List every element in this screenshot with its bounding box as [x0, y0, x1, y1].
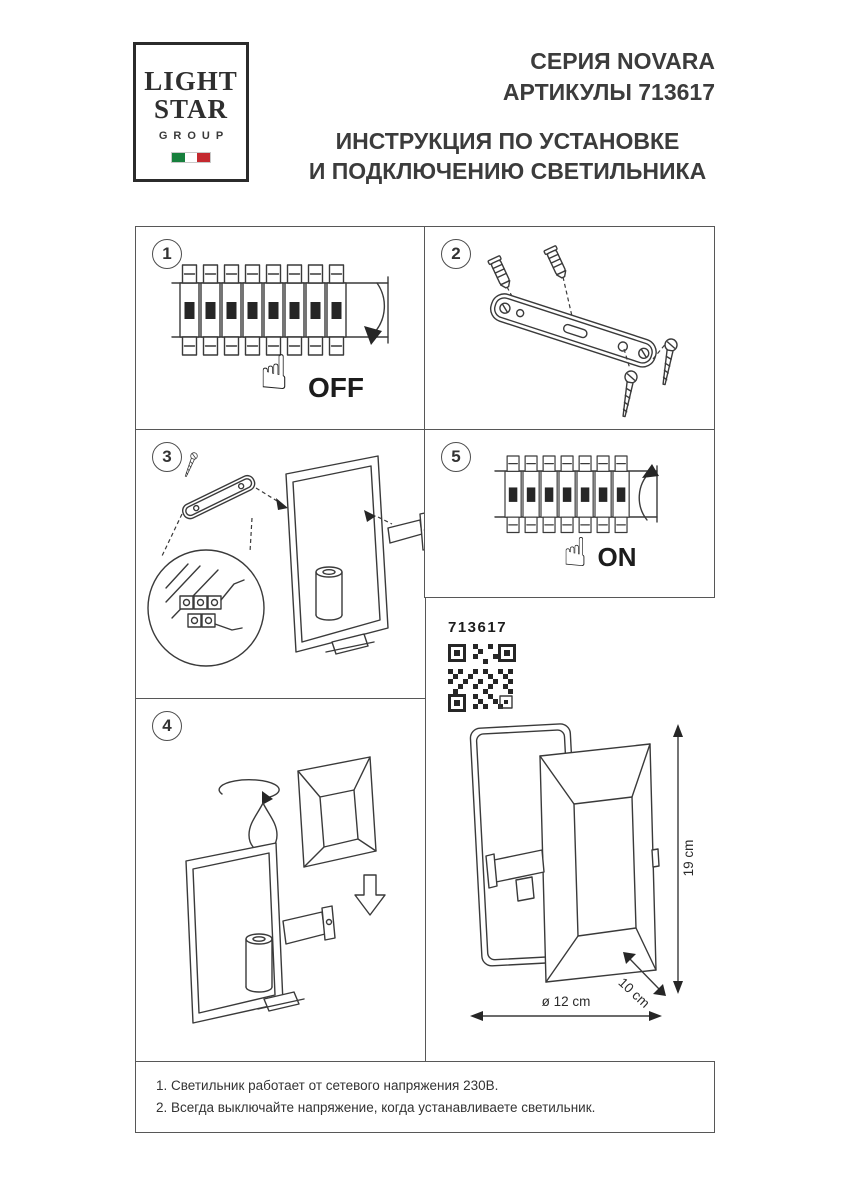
series-title: СЕРИЯ NOVARA — [530, 48, 715, 74]
articles-title: АРТИКУЛЫ 713617 — [502, 79, 715, 105]
header-instruction-title: ИНСТРУКЦИЯ ПО УСТАНОВКЕ И ПОДКЛЮЧЕНИЮ СВ… — [300, 126, 715, 186]
screw-icon — [182, 451, 199, 479]
on-label: ON — [598, 542, 637, 572]
off-label: OFF — [308, 372, 364, 403]
product-shade-drawing — [539, 743, 660, 983]
down-arrow-icon — [354, 874, 386, 916]
mounting-plate-drawing — [489, 293, 657, 368]
lightstar-logo: LIGHT STAR GROUP — [133, 42, 249, 182]
fixture-back-panel-drawing — [185, 842, 284, 1024]
italian-flag-icon — [171, 152, 211, 163]
mounting-foot-drawing — [257, 991, 305, 1012]
logo-word-group: GROUP — [158, 130, 230, 142]
qr-code — [448, 644, 516, 712]
dimension-diameter-label: ø 12 cm — [542, 994, 591, 1009]
note-2: 2. Всегда выключайте напряжение, когда у… — [156, 1100, 596, 1115]
step-5-illustration: ☝ ON — [494, 455, 659, 576]
product-bracket-drawing — [485, 849, 545, 902]
fixture-back-panel-drawing — [285, 455, 389, 653]
instruction-title-line1: ИНСТРУКЦИЯ ПО УСТАНОВКЕ — [335, 128, 680, 154]
flag-red-stripe — [197, 153, 211, 162]
wiring-detail-drawing — [147, 549, 265, 667]
pointing-hand-icon: ☝ — [259, 345, 288, 401]
logo-word-light: LIGHT — [144, 66, 238, 96]
rotate-bulb-arrow-icon — [218, 779, 280, 805]
product-dimension-drawing: 713617 — [448, 619, 696, 1021]
dimension-height-label: 19 cm — [681, 840, 696, 877]
step-3-illustration — [147, 451, 424, 667]
circuit-breaker-drawing — [494, 455, 658, 534]
step-1-illustration: ☝ OFF — [171, 264, 389, 403]
wall-bracket-arm-drawing — [364, 510, 424, 551]
step-2-illustration — [487, 244, 679, 419]
wall-anchor-icon — [487, 244, 570, 291]
circuit-breaker-drawing — [171, 264, 389, 356]
switch-off-arrow-icon — [364, 282, 386, 345]
step-5-badge: 5 — [441, 442, 471, 472]
step-4-illustration — [185, 756, 386, 1024]
shade-drawing — [297, 756, 377, 868]
lamp-socket-drawing — [245, 933, 273, 993]
step-1-badge: 1 — [152, 239, 182, 269]
logo-word-star: STAR — [153, 94, 229, 124]
step-2-badge: 2 — [441, 239, 471, 269]
dimension-height: 19 cm — [673, 724, 696, 994]
dimension-diameter: ø 12 cm — [470, 994, 662, 1021]
notes-box: 1. Светильник работает от сетевого напря… — [135, 1061, 715, 1133]
product-article: 713617 — [448, 619, 507, 636]
product-info-area: 713617 — [424, 598, 715, 1061]
step-1-panel: 1 ☝ OFF — [135, 226, 426, 431]
switch-on-arrow-icon — [638, 464, 659, 521]
header-series-block: СЕРИЯ NOVARA АРТИКУЛЫ 713617 — [300, 46, 715, 108]
step-3-panel: 3 — [135, 429, 426, 700]
dimension-depth-label: 10 cm — [616, 975, 653, 1011]
note-1: 1. Светильник работает от сетевого напря… — [156, 1078, 499, 1093]
flag-green-stripe — [172, 153, 185, 162]
step-5-panel: 5 ☝ ON — [424, 429, 715, 598]
pointing-hand-icon: ☝ — [563, 530, 587, 576]
mounting-foot-drawing — [325, 633, 375, 655]
step-4-panel: 4 — [135, 698, 426, 1063]
instruction-title-line2: И ПОДКЛЮЧЕНИЮ СВЕТИЛЬНИКА — [308, 158, 707, 184]
step-3-badge: 3 — [152, 442, 182, 472]
wall-bracket-arm-drawing — [282, 905, 336, 945]
flag-white-stripe — [184, 153, 198, 162]
mounting-plate-small-drawing — [181, 474, 256, 520]
step-2-panel: 2 — [424, 226, 715, 431]
step-4-badge: 4 — [152, 711, 182, 741]
